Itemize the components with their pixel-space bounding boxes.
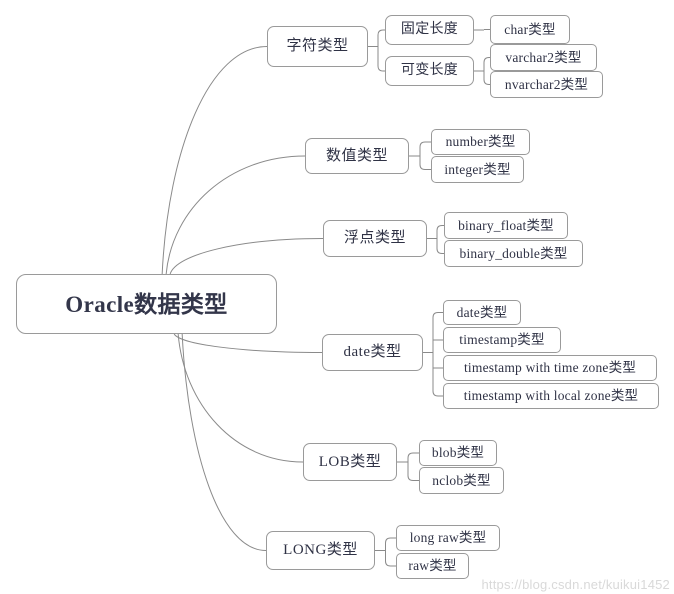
branch-0-link-0 xyxy=(377,29,385,36)
node-label: LOB类型 xyxy=(318,453,382,470)
leaf-node-blob类型[interactable]: blob类型 xyxy=(419,440,497,466)
sub-node-固定长度[interactable]: 固定长度 xyxy=(385,15,474,45)
branch-5-link-1 xyxy=(385,560,396,567)
branch-node-字符类型[interactable]: 字符类型 xyxy=(267,26,368,67)
node-label: 可变长度 xyxy=(400,63,459,78)
branch-1-link-1 xyxy=(419,164,431,170)
branch-0-link-1 xyxy=(377,65,385,72)
leaf-node-binary-float类型[interactable]: binary_float类型 xyxy=(444,212,568,239)
leaf-node-binary-double类型[interactable]: binary_double类型 xyxy=(444,240,583,267)
node-label: timestamp with time zone类型 xyxy=(463,360,637,376)
leaf-node-integer类型[interactable]: integer类型 xyxy=(431,156,524,183)
leaf-node-varchar2类型[interactable]: varchar2类型 xyxy=(490,44,597,71)
branch-3-link-0 xyxy=(432,312,443,318)
root-branch-curve-5 xyxy=(181,333,267,551)
node-label: binary_double类型 xyxy=(459,245,568,261)
leaf-node-raw类型[interactable]: raw类型 xyxy=(396,553,469,579)
branch-node-long类型[interactable]: LONG类型 xyxy=(266,531,375,570)
root-branch-curve-2 xyxy=(169,238,324,275)
root-branch-curve-3 xyxy=(173,333,323,353)
node-label: date类型 xyxy=(456,304,508,320)
leaf-node-date类型[interactable]: date类型 xyxy=(443,300,521,325)
leaf-node-timestamp类型[interactable]: timestamp类型 xyxy=(443,327,561,353)
node-label: nclob类型 xyxy=(432,472,491,488)
node-label: 固定长度 xyxy=(400,22,459,37)
node-label: number类型 xyxy=(445,134,516,150)
watermark: https://blog.csdn.net/kuikui1452 xyxy=(481,577,670,592)
leaf-node-nvarchar2类型[interactable]: nvarchar2类型 xyxy=(490,71,603,98)
branch-4-link-0 xyxy=(407,452,419,459)
leaf-node-timestamp-with-local-zone类型[interactable]: timestamp with local zone类型 xyxy=(443,383,659,409)
node-label: timestamp with local zone类型 xyxy=(463,388,639,404)
node-label: long raw类型 xyxy=(409,530,487,546)
leaf-node-nclob类型[interactable]: nclob类型 xyxy=(419,467,504,494)
branch-node-date类型[interactable]: date类型 xyxy=(322,334,423,371)
node-label: blob类型 xyxy=(431,445,485,461)
node-label: 字符类型 xyxy=(286,38,349,54)
node-label: nvarchar2类型 xyxy=(504,76,589,92)
branch-node-数值类型[interactable]: 数值类型 xyxy=(305,138,409,174)
sub-node-可变长度[interactable]: 可变长度 xyxy=(385,56,474,86)
node-label: LONG类型 xyxy=(283,542,358,558)
node-label: date类型 xyxy=(343,344,402,360)
branch-2-link-0 xyxy=(436,225,444,231)
branch-1-link-0 xyxy=(419,141,431,148)
leaf-node-timestamp-with-time-zone类型[interactable]: timestamp with time zone类型 xyxy=(443,355,657,381)
branch-4-link-1 xyxy=(407,475,419,481)
node-label: char类型 xyxy=(504,21,556,37)
branch-5-link-0 xyxy=(385,537,396,544)
branch-3-link-3 xyxy=(432,390,443,397)
root-node-oracle数据类型[interactable]: Oracle数据类型 xyxy=(16,274,277,334)
leaf-node-number类型[interactable]: number类型 xyxy=(431,129,530,155)
root-branch-curve-4 xyxy=(177,333,304,463)
node-label: Oracle数据类型 xyxy=(65,291,228,317)
node-label: raw类型 xyxy=(408,558,457,574)
node-label: varchar2类型 xyxy=(505,49,582,65)
root-branch-curve-1 xyxy=(165,155,306,275)
node-label: 浮点类型 xyxy=(343,230,406,246)
node-label: integer类型 xyxy=(444,161,511,177)
node-label: 数值类型 xyxy=(325,147,388,164)
node-label: timestamp类型 xyxy=(459,332,545,348)
branch-2-link-1 xyxy=(436,248,444,254)
root-branch-curve-0 xyxy=(161,46,268,275)
leaf-node-char类型[interactable]: char类型 xyxy=(490,15,570,44)
leaf-node-long-raw类型[interactable]: long raw类型 xyxy=(396,525,500,551)
branch-node-浮点类型[interactable]: 浮点类型 xyxy=(323,220,427,257)
branch-node-lob类型[interactable]: LOB类型 xyxy=(303,443,397,481)
node-label: binary_float类型 xyxy=(458,217,554,233)
